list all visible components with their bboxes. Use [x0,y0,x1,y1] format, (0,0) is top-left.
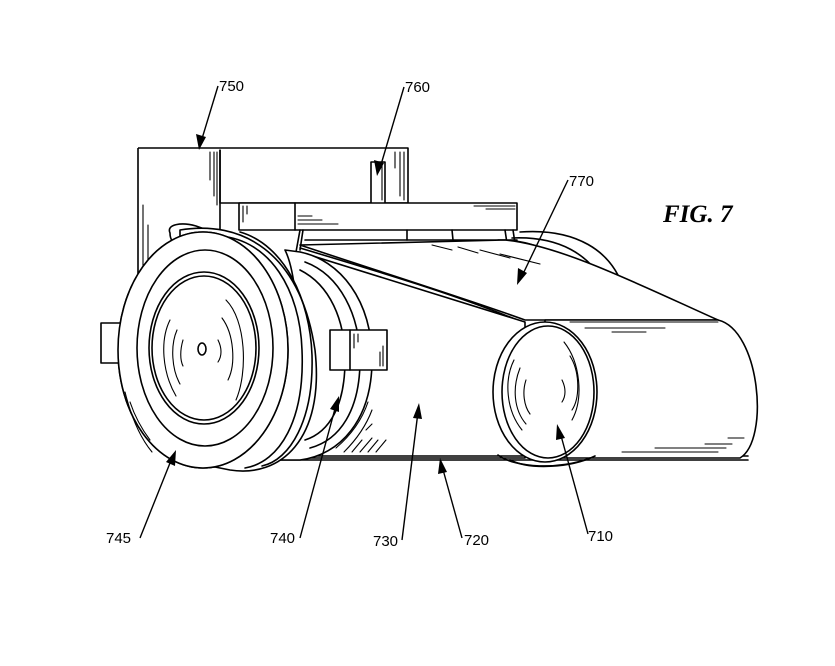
leader-770 [517,179,569,285]
leader-710 [556,424,589,535]
roller-710 [492,319,759,468]
label-745: 745 [106,530,131,547]
label-760: 760 [405,79,430,96]
wheel-745 [100,223,318,472]
label-750: 750 [219,78,244,95]
label-740: 740 [270,530,295,547]
leader-730 [401,403,422,541]
leader-750 [196,85,219,150]
leader-720 [438,458,463,539]
label-720: 720 [464,532,489,549]
leader-760 [374,86,405,176]
label-770: 770 [569,173,594,190]
frame-bar [238,202,518,253]
figure-title: FIG. 7 [662,201,734,228]
leader-740 [299,396,339,539]
label-730: 730 [373,533,398,550]
label-710: 710 [588,528,613,545]
leader-745 [139,450,176,539]
